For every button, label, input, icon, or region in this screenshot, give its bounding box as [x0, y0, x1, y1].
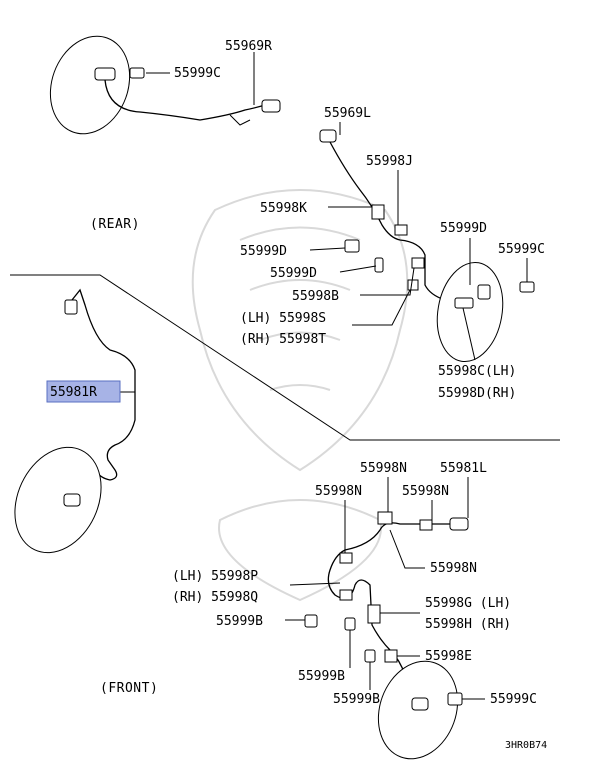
leader-55999D-low — [339, 265, 377, 273]
label-55981R[interactable]: 55981R — [50, 385, 97, 400]
label-55998G[interactable]: 55998G (LH) — [425, 596, 511, 611]
section-rear-label: (REAR) — [90, 217, 140, 232]
label-55998S[interactable]: (LH) 55998S — [240, 311, 326, 326]
label-55999B-a[interactable]: 55999B — [216, 614, 263, 629]
leader-55998C — [462, 307, 476, 361]
label-55998H[interactable]: 55998H (RH) — [425, 617, 511, 632]
label-55999B-b[interactable]: 55999B — [298, 669, 345, 684]
label-55998N-right[interactable]: 55998N — [402, 484, 449, 499]
leader-55998B — [360, 267, 415, 296]
label-55998N-low[interactable]: 55998N — [430, 561, 477, 576]
label-55981L[interactable]: 55981L — [440, 461, 487, 476]
sensor-head-front-left — [411, 697, 429, 711]
label-55999C-front[interactable]: 55999C — [490, 692, 537, 707]
harness-55981L — [327, 511, 469, 701]
rear-disc-top — [49, 35, 131, 135]
label-55999C-right[interactable]: 55999C — [498, 242, 545, 257]
watermark-emblem — [191, 189, 409, 602]
section-front-label: (FRONT) — [100, 681, 158, 696]
sensor-head-front-right — [63, 493, 81, 507]
label-55999B-c[interactable]: 55999B — [333, 692, 380, 707]
label-55998N-top[interactable]: 55998N — [360, 461, 407, 476]
label-55999D-right[interactable]: 55999D — [440, 221, 487, 236]
bolt-55999D-left — [344, 239, 360, 253]
label-55998C[interactable]: 55998C(LH) — [438, 364, 516, 379]
leader-55998S — [352, 289, 411, 326]
label-55999C-top[interactable]: 55999C — [174, 66, 221, 81]
label-55998P[interactable]: (LH) 55998P — [172, 569, 258, 584]
sensor-55969R — [94, 67, 281, 126]
bolt-55999D-right — [477, 284, 491, 300]
label-55998D[interactable]: 55998D(RH) — [438, 386, 516, 401]
bolt-55999B-b — [344, 617, 356, 631]
label-55998T[interactable]: (RH) 55998T — [240, 332, 326, 347]
bolt-55999C-front — [447, 692, 463, 706]
label-55998J[interactable]: 55998J — [366, 154, 413, 169]
leader-55998P — [289, 582, 341, 586]
label-55969L[interactable]: 55969L — [324, 106, 371, 121]
label-55998Q[interactable]: (RH) 55998Q — [172, 590, 258, 605]
label-55998B[interactable]: 55998B — [292, 289, 339, 304]
label-55998E[interactable]: 55998E — [425, 649, 472, 664]
divider-line — [10, 274, 560, 441]
label-55969R[interactable]: 55969R — [225, 39, 272, 54]
bolt-55999D-low — [374, 257, 384, 273]
label-55998N-left[interactable]: 55998N — [315, 484, 362, 499]
front-disc-left — [14, 446, 102, 554]
label-55999D-left[interactable]: 55999D — [240, 244, 287, 259]
sensor-55998C — [454, 297, 474, 309]
leader-55998N-low — [389, 529, 425, 569]
bolt-55999B-a — [304, 614, 318, 628]
leader-55999D-left — [309, 247, 346, 251]
bolt-55999C-right — [519, 281, 535, 293]
label-55998K[interactable]: 55998K — [260, 201, 307, 216]
highlight-55981R — [46, 380, 121, 403]
bolt-55999B-c — [364, 649, 376, 663]
diagram-code: 3HR0B74 — [505, 740, 547, 751]
label-55999D-low[interactable]: 55999D — [270, 266, 317, 281]
